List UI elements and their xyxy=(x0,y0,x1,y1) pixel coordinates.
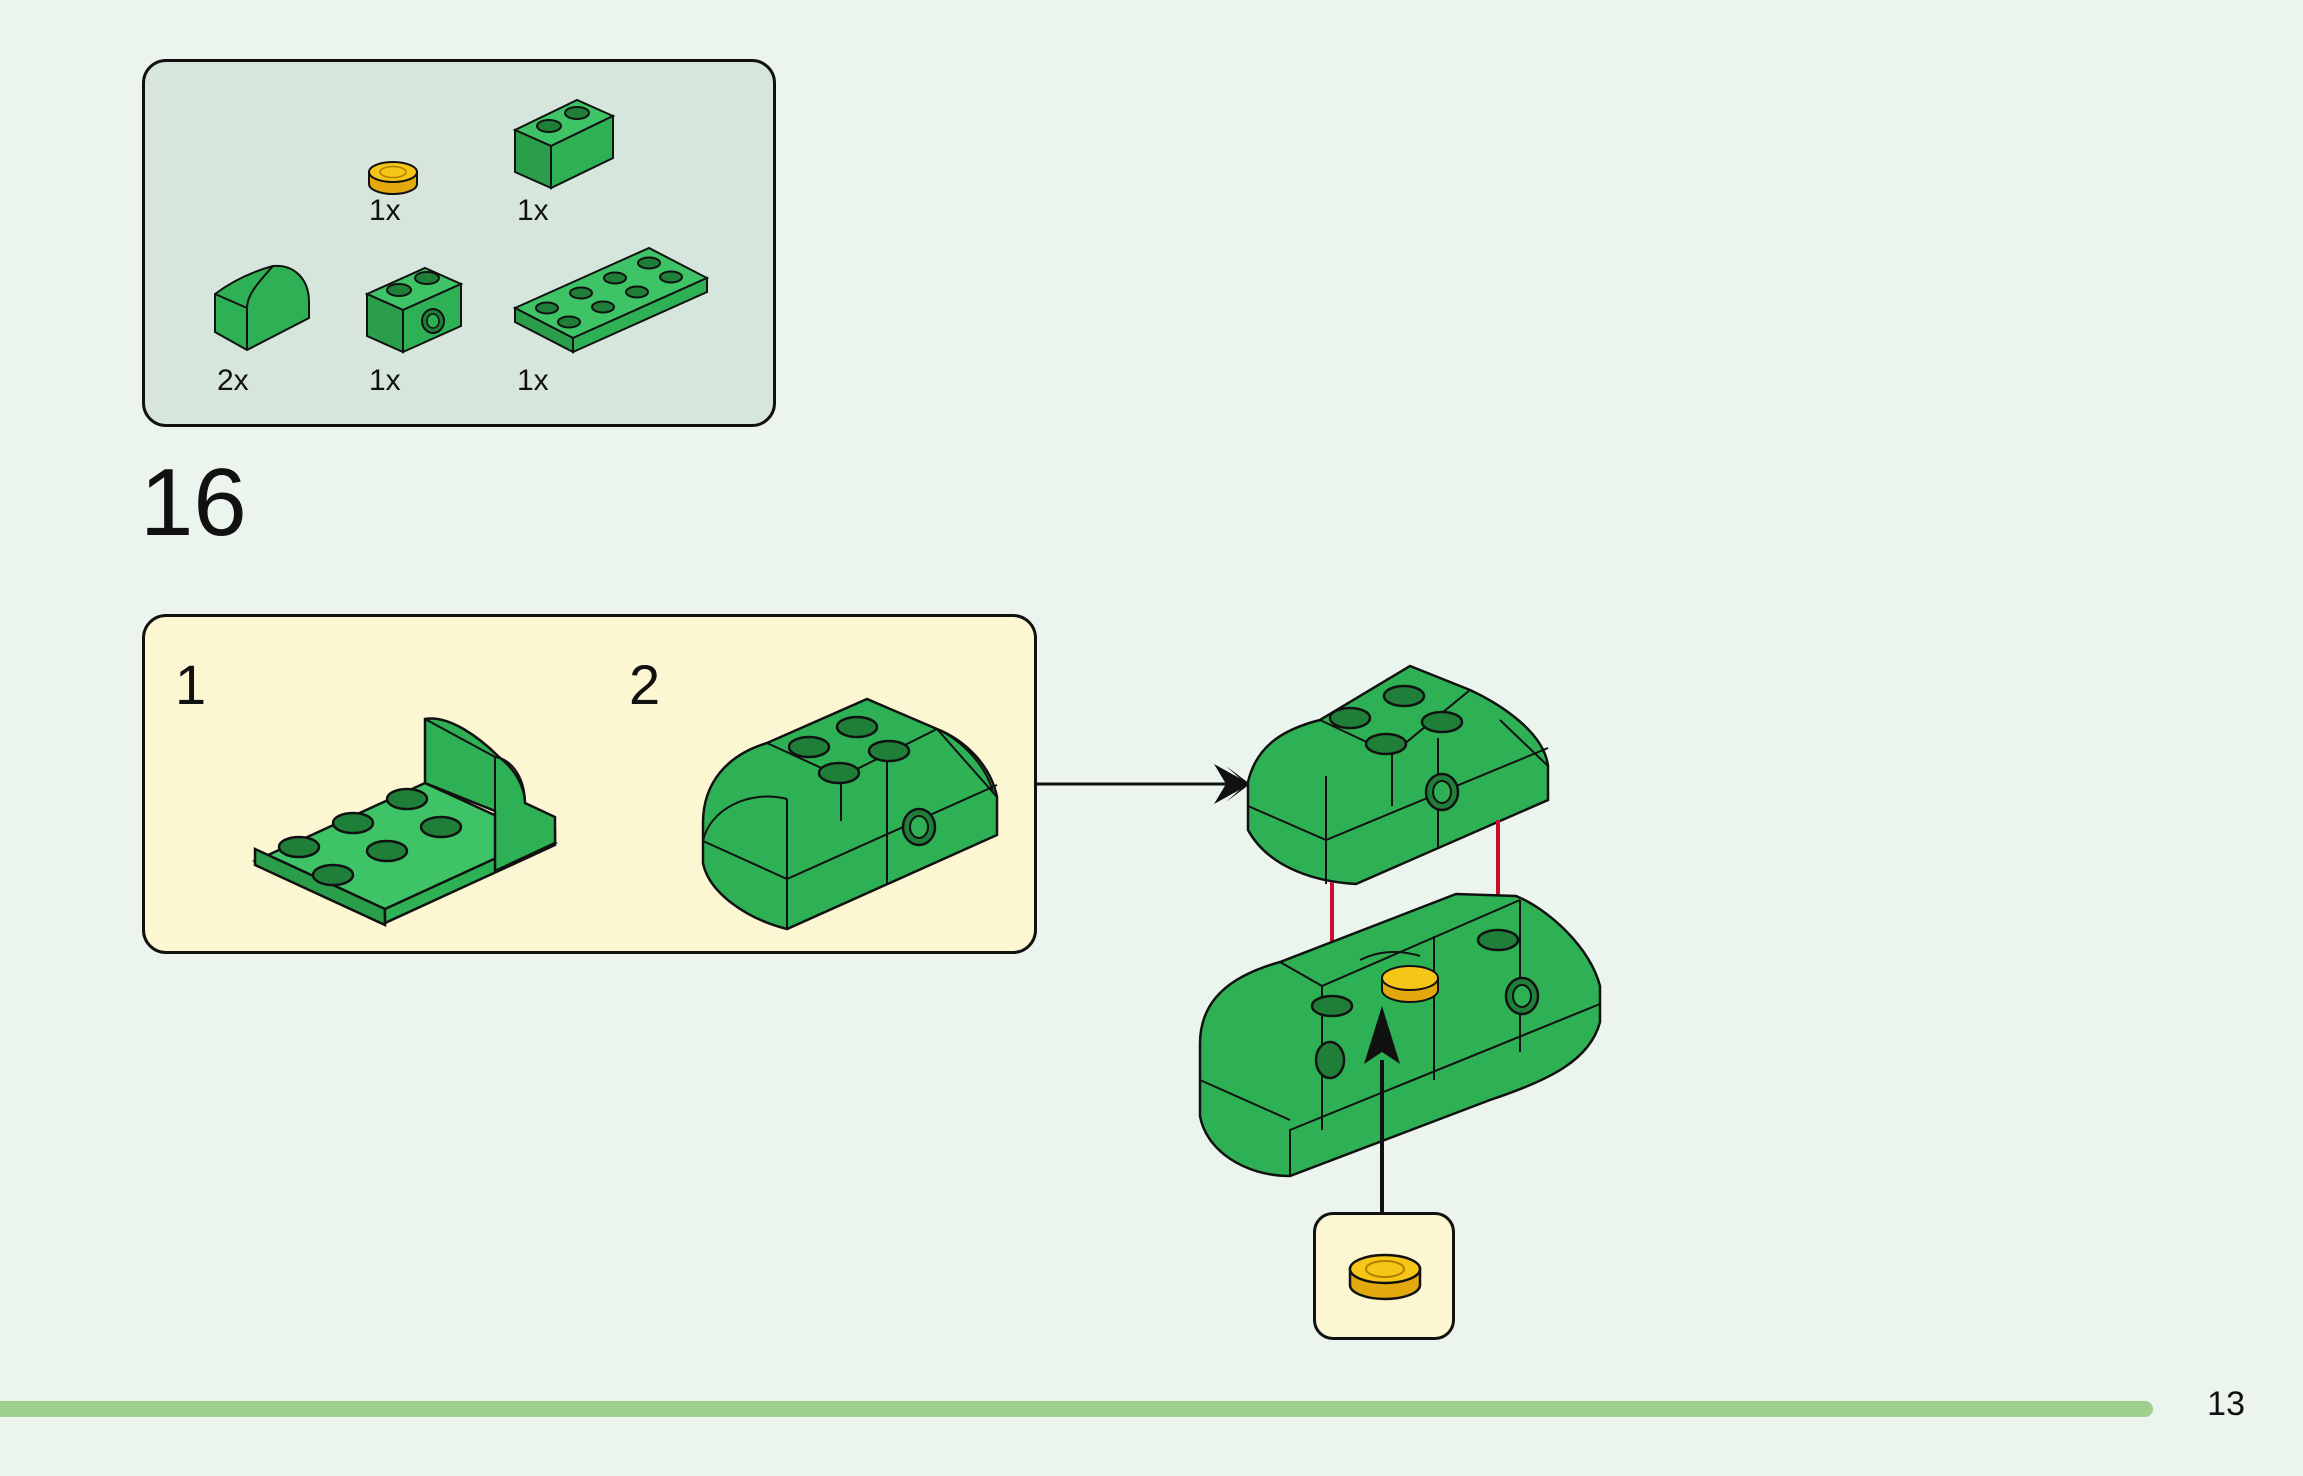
parts-list-box: 1x 1x 2x 1x 1x xyxy=(142,59,776,427)
substep-number: 2 xyxy=(629,653,661,716)
assembly-diagram xyxy=(1036,664,1602,1212)
callout-box xyxy=(1313,1212,1455,1340)
qty-label: 2x xyxy=(217,364,249,397)
qty-label: 1x xyxy=(369,364,401,397)
green-curved-slope-part xyxy=(214,264,310,352)
step-number: 16 xyxy=(140,449,247,556)
qty-label: 1x xyxy=(517,364,549,397)
substep-1-model xyxy=(252,717,558,927)
substep-box: 1 2 xyxy=(142,614,1037,954)
substep-number: 1 xyxy=(175,653,207,716)
yellow-round-tile-part xyxy=(1348,1253,1422,1301)
qty-label: 1x xyxy=(369,194,401,227)
green-plate-2x4-part xyxy=(512,246,710,354)
yellow-round-tile-part xyxy=(368,161,418,195)
qty-label: 1x xyxy=(517,194,549,227)
footer-bar xyxy=(0,1401,2153,1417)
top-subassembly xyxy=(1246,664,1550,886)
green-brick-with-hole-part xyxy=(364,266,464,354)
bottom-subassembly xyxy=(1198,892,1602,1178)
green-brick-1x2-part xyxy=(512,98,616,190)
substep-2-model xyxy=(701,697,999,931)
page-number: 13 xyxy=(2207,1385,2245,1423)
